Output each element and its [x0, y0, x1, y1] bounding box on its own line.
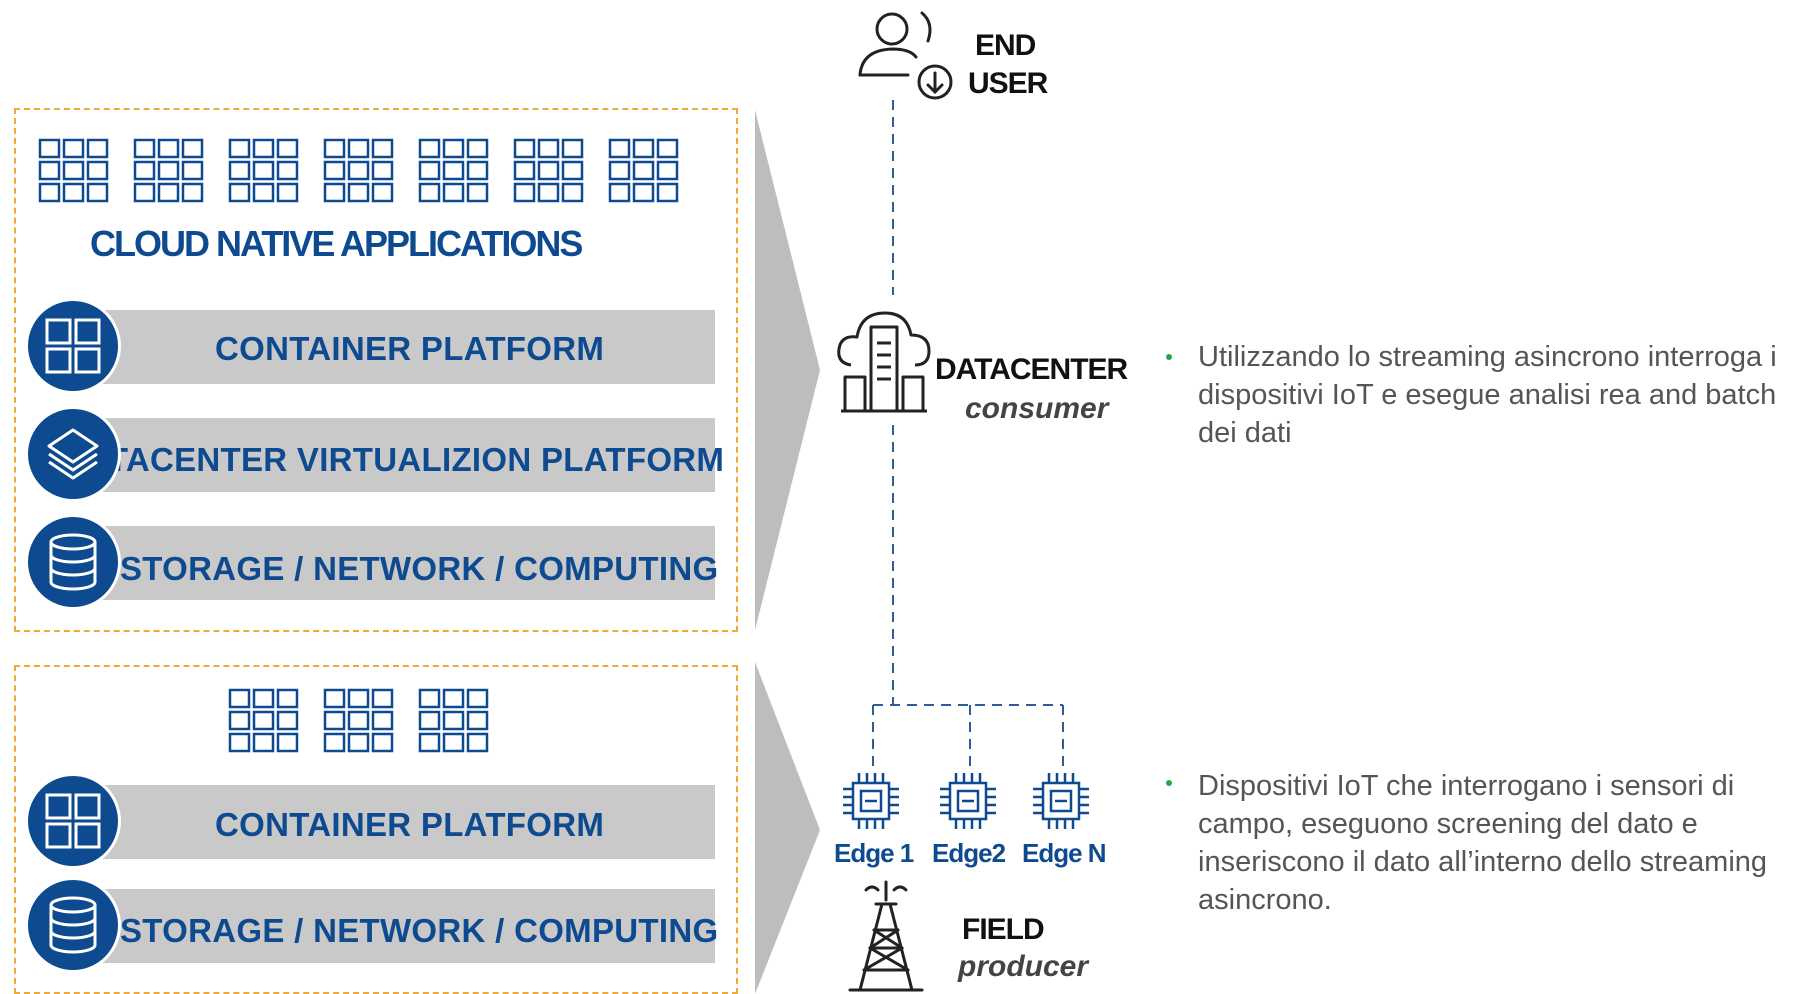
edge-chip-icons	[843, 773, 1089, 829]
field-label: FIELD	[962, 913, 1045, 946]
edge-apps-grid-icons	[228, 688, 489, 753]
edge-container-platform-bar	[100, 785, 715, 859]
container-platform-bar	[100, 310, 715, 384]
field-sub-label: producer	[958, 950, 1089, 983]
field-tower-icon	[848, 880, 924, 992]
storage-network-computing-bar	[100, 526, 715, 600]
storage-network-computing-label: STORAGE / NETWORK / COMPUTING	[120, 550, 719, 587]
end-user-icon	[858, 11, 953, 100]
field-description: Dispositivi IoT che interrogano i sensor…	[1198, 770, 1768, 916]
edge-1-label: Edge 1	[834, 838, 914, 868]
cloud-native-applications-title: CLOUD NATIVE APPLICATIONS	[90, 223, 583, 264]
app-grid-icon	[513, 138, 584, 203]
app-grid-icon	[608, 138, 679, 203]
field-bullet-dot	[1166, 780, 1172, 786]
chip-icon	[843, 773, 899, 829]
virtualization-platform-bar	[100, 418, 715, 492]
datacenter-cloud-building-icon	[837, 311, 931, 413]
datacenter-bullet-dot	[1166, 354, 1172, 360]
app-grid-icon	[418, 688, 489, 753]
grid-icon	[45, 318, 101, 374]
lower-chevron-arrow	[755, 662, 820, 994]
chip-icon	[1033, 773, 1089, 829]
datacenter-label: DATACENTER	[935, 353, 1128, 386]
edge-stack-frame	[14, 665, 738, 994]
database-icon	[49, 533, 97, 591]
edge-container-icon-circle	[25, 773, 121, 869]
database-icon	[49, 896, 97, 954]
upper-chevron-arrow	[755, 110, 820, 630]
app-grid-icon	[38, 138, 109, 203]
edge-2-label: Edge2	[932, 838, 1006, 868]
layers-icon	[47, 428, 99, 480]
storage-icon-circle	[25, 514, 121, 610]
app-grid-icon	[418, 138, 489, 203]
datacenter-sub-label: consumer	[965, 392, 1109, 425]
end-user-label-line1: END	[975, 29, 1036, 62]
app-grid-icon	[323, 688, 394, 753]
datacenter-stack-frame	[14, 108, 738, 632]
edge-storage-icon-circle	[25, 877, 121, 973]
app-grid-icon	[228, 688, 299, 753]
edge-container-platform-label: CONTAINER PLATFORM	[215, 806, 605, 843]
datacenter-description: Utilizzando lo streaming asincrono inter…	[1198, 341, 1777, 449]
virtualization-icon-circle	[25, 406, 121, 502]
container-platform-label: CONTAINER PLATFORM	[215, 330, 605, 367]
app-grid-icon	[228, 138, 299, 203]
edge-n-label: Edge N	[1022, 838, 1107, 868]
end-user-label-line2: USER	[968, 67, 1048, 100]
edge-storage-bar	[100, 889, 715, 963]
virtualization-platform-label: DATACENTER VIRTUALIZION PLATFORM	[62, 441, 725, 478]
edge-storage-label: STORAGE / NETWORK / COMPUTING	[120, 912, 719, 949]
app-grid-icon	[133, 138, 204, 203]
apps-grid-icons	[38, 138, 679, 203]
chip-icon	[940, 773, 996, 829]
grid-icon	[45, 793, 101, 849]
app-grid-icon	[323, 138, 394, 203]
container-platform-icon-circle	[25, 298, 121, 394]
